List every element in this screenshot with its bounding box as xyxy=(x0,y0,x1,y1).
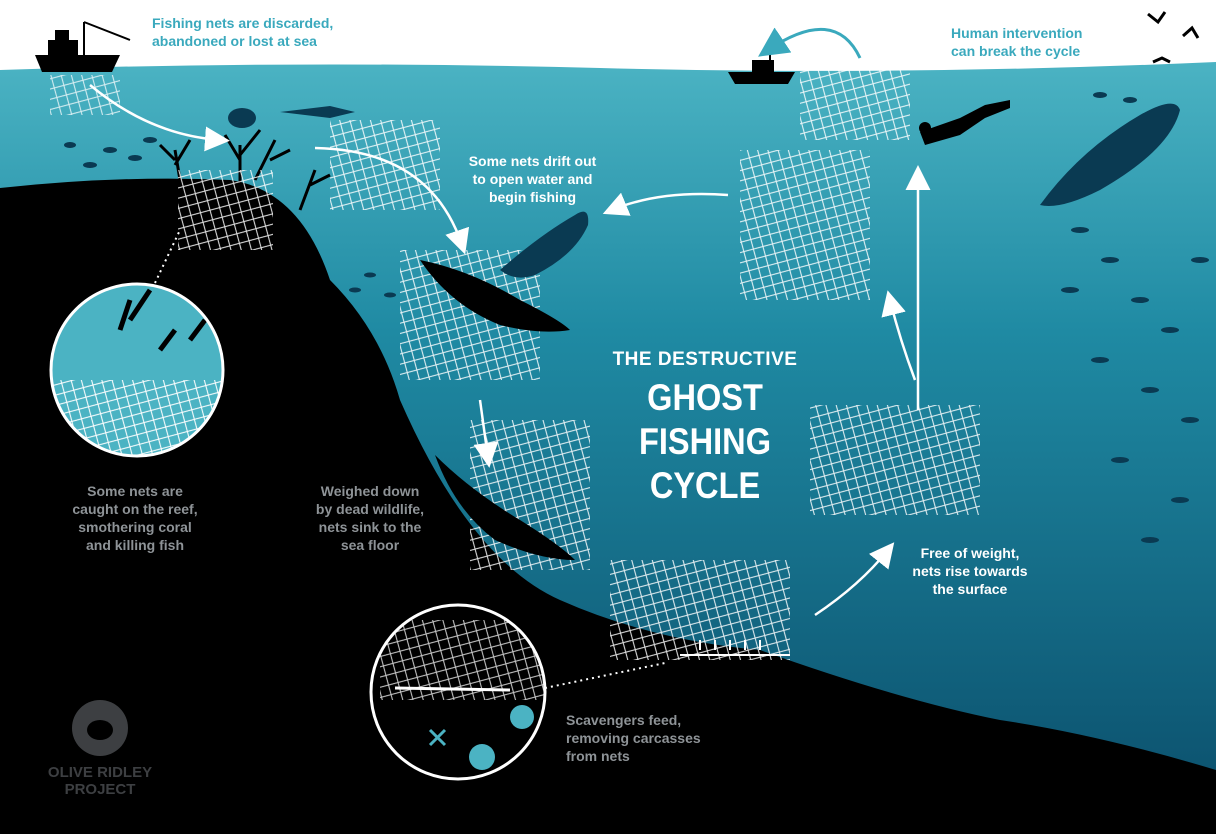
net-entangling-turtle xyxy=(330,120,440,210)
surface-net xyxy=(50,75,120,115)
net-open-water xyxy=(740,150,870,300)
step-intervention-label: Human intervention can break the cycle xyxy=(951,24,1082,60)
net-surface-diver xyxy=(800,40,910,140)
reef-net xyxy=(178,170,273,250)
step-sink-label: Weighed down by dead wildlife, nets sink… xyxy=(300,482,440,554)
step-scavengers-label: Scavengers feed, removing carcasses from… xyxy=(566,711,701,765)
step-reef-label: Some nets are caught on the reef, smothe… xyxy=(60,482,210,554)
logo-text: OLIVE RIDLEY PROJECT xyxy=(30,764,170,798)
title-line-2: GHOST FISHING CYCLE xyxy=(577,376,832,508)
step-discarded-label: Fishing nets are discarded, abandoned or… xyxy=(152,14,333,50)
step-drift-label: Some nets drift out to open water and be… xyxy=(460,152,605,206)
title-line-1: THE DESTRUCTIVE xyxy=(560,349,850,371)
turtle-icon xyxy=(228,108,256,128)
turtle-logo-icon xyxy=(72,700,128,756)
step-rise-label: Free of weight, nets rise towards the su… xyxy=(900,544,1040,598)
net-rising xyxy=(810,405,980,515)
